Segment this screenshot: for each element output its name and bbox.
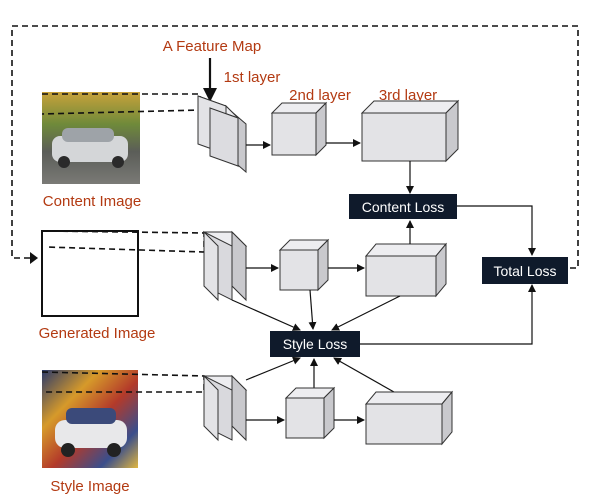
generated-layer2-block xyxy=(278,238,330,292)
style-l1-to-style-loss xyxy=(245,356,301,381)
style-layer1-block xyxy=(202,374,248,442)
style-loss-box xyxy=(270,331,360,357)
gen-l2-to-style-loss xyxy=(308,289,317,330)
total-loss-box xyxy=(482,257,568,284)
style-layer3-block xyxy=(364,390,454,446)
content-image xyxy=(42,92,140,184)
feature-map-label: A Feature Map xyxy=(163,38,261,55)
total-loss-label: Total Loss xyxy=(493,263,556,279)
content-layer2-block xyxy=(270,101,328,157)
generated-image xyxy=(41,230,139,317)
style-image-label: Style Image xyxy=(50,478,129,495)
generated-image-label: Generated Image xyxy=(39,325,156,342)
content-layer1-block xyxy=(197,95,247,174)
content-image-label: Content Image xyxy=(43,193,141,210)
style-l3-to-style-loss xyxy=(333,357,395,393)
content-loss-box xyxy=(349,194,457,219)
gen-l1-to-style-loss xyxy=(231,299,301,331)
content-layer3-block xyxy=(360,99,460,163)
style-loss-to-total-arrow xyxy=(360,284,536,345)
content-loss-to-total-arrow xyxy=(457,205,536,256)
feedback-arrowhead xyxy=(30,252,38,264)
layer3-label: 3rd layer xyxy=(379,87,437,104)
style-layer2-block xyxy=(284,386,336,440)
feedback-loop-line xyxy=(11,25,579,269)
generated-layer1-block xyxy=(202,230,248,302)
content-loss-label: Content Loss xyxy=(362,199,445,215)
style-image xyxy=(42,370,138,468)
generated-layer3-block xyxy=(364,242,448,298)
gen-l3-to-style-loss xyxy=(331,295,401,331)
layer2-label: 2nd layer xyxy=(289,87,351,104)
style-loss-label: Style Loss xyxy=(283,336,348,352)
layer1-label: 1st layer xyxy=(224,69,281,86)
